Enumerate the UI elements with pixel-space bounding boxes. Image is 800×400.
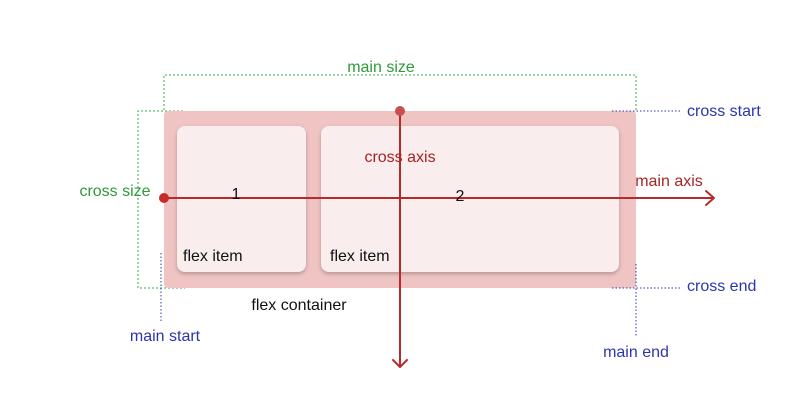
main-end-label: main end [603,344,669,361]
cross-axis-arrowhead [392,359,408,368]
main-start-label: main start [130,328,201,345]
cross-axis-label: cross axis [364,149,435,166]
flex-item-2-number: 2 [456,188,465,205]
main-axis-label: main axis [635,173,703,190]
cross-start-label: cross start [687,103,761,120]
main-axis-arrowhead [705,190,715,206]
flex-item-1-number: 1 [232,186,241,203]
cross-axis-origin-dot [395,106,405,116]
flex-container-label: flex container [251,297,347,314]
main-size-guide [163,74,637,110]
flex-item-1-label: flex item [183,248,243,265]
main-size-label: main size [347,59,415,76]
main-axis-origin-dot [159,193,169,203]
cross-size-label: cross size [79,183,150,200]
cross-end-label: cross end [687,278,756,295]
flex-item-2-label: flex item [330,248,390,265]
